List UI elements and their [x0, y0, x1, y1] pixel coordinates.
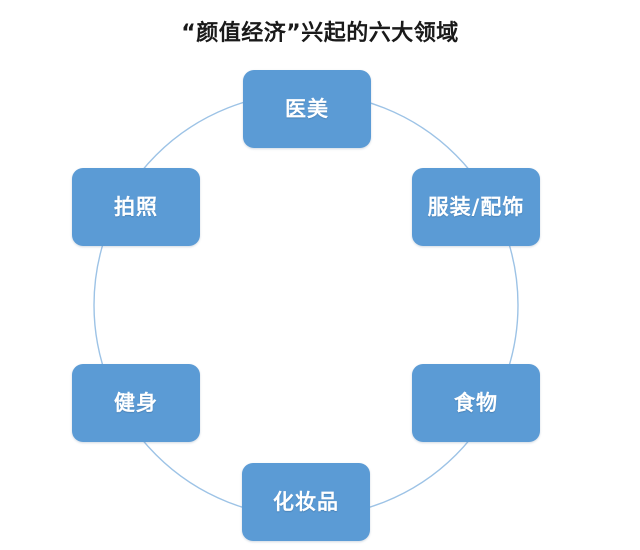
cycle-node-cosmetics[interactable]: 化妆品 [242, 463, 370, 541]
cycle-node-label: 拍照 [114, 194, 158, 219]
cycle-node-label: 医美 [285, 96, 329, 121]
cycle-node-fitness[interactable]: 健身 [72, 364, 200, 442]
cycle-ring-circle [93, 92, 519, 518]
cycle-node-label: 健身 [114, 390, 158, 415]
cycle-node-photography[interactable]: 拍照 [72, 168, 200, 246]
cycle-node-apparel-accessories[interactable]: 服装/配饰 [412, 168, 540, 246]
page-title: “颜值经济”兴起的六大领域 [181, 21, 459, 46]
cycle-node-medical-beauty[interactable]: 医美 [243, 70, 371, 148]
cycle-node-label: 食物 [454, 390, 498, 415]
cycle-node-label: 服装/配饰 [427, 194, 525, 219]
cycle-node-food[interactable]: 食物 [412, 364, 540, 442]
cycle-node-label: 化妆品 [273, 489, 339, 514]
